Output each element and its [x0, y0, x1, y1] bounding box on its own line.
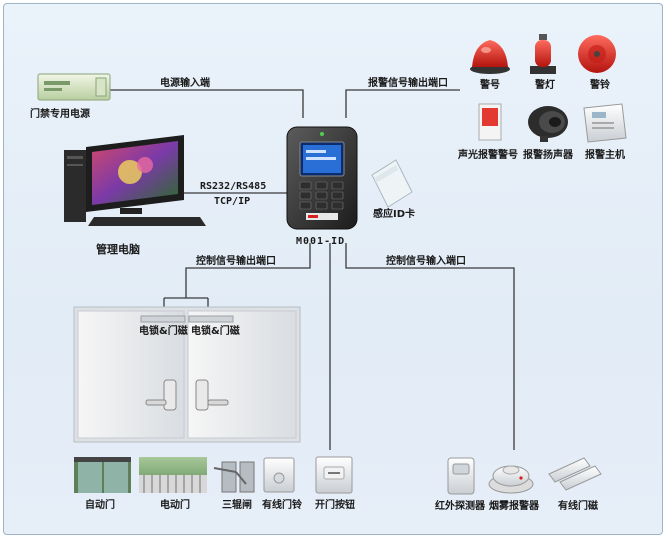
power-input-label: 电源输入端 — [160, 78, 210, 89]
alarm-host-label: 报警主机 — [585, 150, 625, 161]
double-door-icon — [73, 306, 301, 443]
id-card-icon — [371, 159, 413, 208]
power-supply-label: 门禁专用电源 — [30, 109, 90, 120]
lock-right-label: 电锁&门磁 — [191, 326, 240, 337]
horn-label: 警号 — [480, 80, 500, 91]
smoke-alarm-icon — [488, 465, 534, 494]
auto-door-icon — [74, 457, 131, 493]
diagram-frame — [3, 3, 663, 535]
device-model-label: M001-ID — [296, 236, 346, 247]
horn-icon — [470, 40, 510, 74]
turnstile-label: 三辊闸 — [222, 500, 252, 511]
auto-door-label: 自动门 — [85, 500, 115, 511]
wired-door-sensor-icon — [548, 457, 602, 491]
smoke-alarm-label: 烟雾报警器 — [489, 501, 539, 512]
alarm-output-label: 报警信号输出端口 — [368, 78, 448, 89]
sound-light-alarm-icon — [478, 103, 502, 141]
tcpip-label: TCP/IP — [214, 196, 251, 207]
control-output-label: 控制信号输出端口 — [196, 256, 276, 267]
control-input-line — [345, 243, 515, 450]
id-card-label: 感应ID卡 — [373, 209, 416, 220]
control-output-line — [185, 243, 311, 298]
lock-left-label: 电锁&门磁 — [139, 326, 188, 337]
exit-button-icon — [315, 456, 353, 494]
electric-gate-label: 电动门 — [160, 500, 190, 511]
computer-icon — [64, 135, 206, 226]
warning-light-icon — [530, 34, 556, 74]
exit-button-label: 开门按钮 — [315, 500, 355, 511]
alarm-speaker-label: 报警扬声器 — [523, 150, 573, 161]
wired-door-sensor-label: 有线门磁 — [558, 501, 598, 512]
bell-label: 警铃 — [590, 80, 610, 91]
ir-detector-label: 红外探测器 — [435, 501, 485, 512]
wired-doorbell-label: 有线门铃 — [262, 500, 302, 511]
wired-doorbell-icon — [263, 457, 295, 493]
connection-lines — [110, 89, 515, 450]
alarm-output-line — [345, 89, 460, 118]
alarm-host-icon — [583, 103, 627, 143]
power-supply-icon — [37, 73, 111, 101]
mgmt-pc-label: 管理电脑 — [96, 243, 140, 256]
access-controller-icon — [286, 126, 358, 230]
rs232-label: RS232/RS485 — [200, 181, 267, 192]
electric-gate-icon — [139, 457, 207, 493]
ir-detector-icon — [447, 457, 475, 495]
control-input-label: 控制信号输入端口 — [386, 256, 466, 267]
turnstile-icon — [213, 461, 255, 493]
sound-light-alarm-label: 声光报警警号 — [458, 150, 518, 161]
warning-light-label: 警灯 — [535, 80, 555, 91]
power-input-line — [110, 89, 304, 118]
alarm-speaker-icon — [528, 106, 568, 142]
bell-icon — [578, 35, 616, 73]
